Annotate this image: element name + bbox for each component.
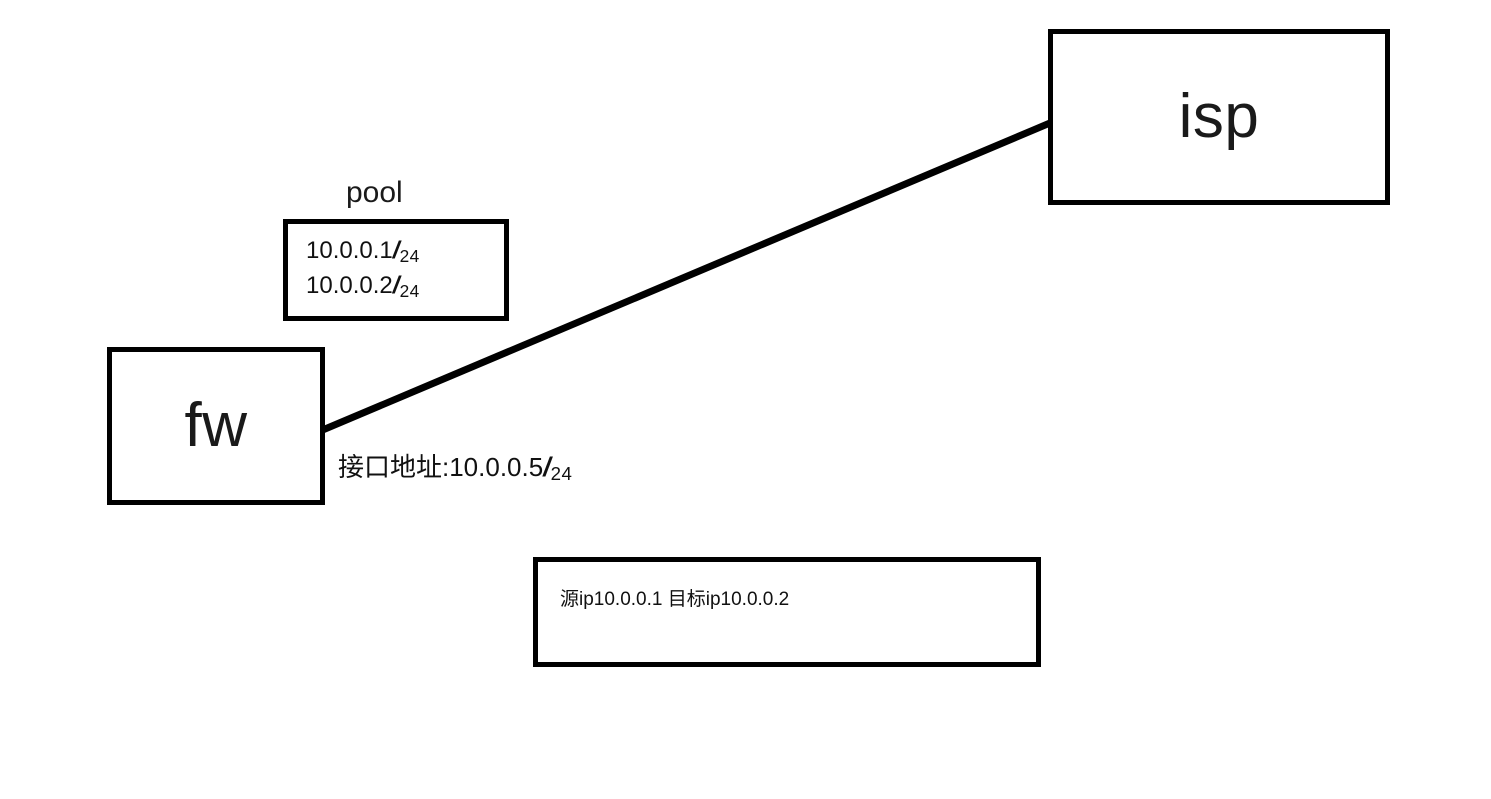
isp-node[interactable]: isp <box>1048 29 1390 205</box>
isp-node-label: isp <box>1178 82 1260 151</box>
pool-entry: 10.0.0.1/24 <box>306 234 504 269</box>
pool-entry: 10.0.0.2/24 <box>306 269 504 304</box>
pool-entry-address: 10.0.0.1 <box>306 237 393 264</box>
packet-box[interactable]: 源ip10.0.0.1 目标ip10.0.0.2 <box>533 557 1041 667</box>
pool-entry-mask: 24 <box>399 245 420 266</box>
packet-text: 源ip10.0.0.1 目标ip10.0.0.2 <box>560 589 790 610</box>
pool-title: pool <box>346 176 403 209</box>
pool-entry-slash: / <box>392 237 400 264</box>
interface-address-slash: / <box>543 452 551 482</box>
interface-address-label: 接口地址:10.0.0.5/24 <box>338 454 572 484</box>
pool-entry-slash: / <box>392 271 400 299</box>
interface-address-mask: 24 <box>550 463 573 485</box>
pool-entry-address: 10.0.0.2 <box>306 271 393 299</box>
pool-entry-mask: 24 <box>399 280 420 301</box>
interface-address-text: 接口地址:10.0.0.5 <box>338 452 544 482</box>
fw-node[interactable]: fw <box>107 347 325 505</box>
fw-node-label: fw <box>184 391 248 460</box>
pool-box[interactable]: 10.0.0.1/24 10.0.0.2/24 <box>283 219 509 321</box>
